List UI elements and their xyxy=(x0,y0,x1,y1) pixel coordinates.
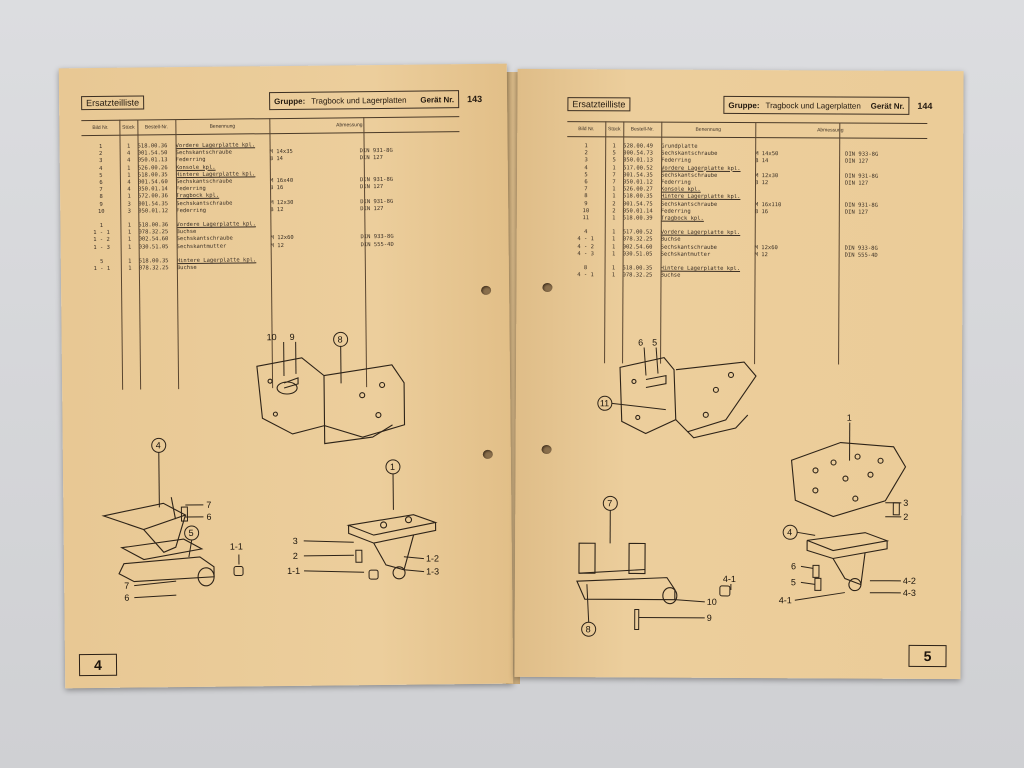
right-callout-5a: 5 xyxy=(652,338,657,348)
left-callout-4: 4 xyxy=(156,440,161,450)
left-small-parts xyxy=(180,506,379,580)
right-callout-6a: 6 xyxy=(638,337,643,347)
right-exploded-drawing: 6 5 11 1 7 3 2 4 6 5 4-1 4-2 4-3 4-1 10 … xyxy=(576,337,916,637)
left-callout-1: 1 xyxy=(390,462,395,472)
left-part-konsole xyxy=(101,497,215,587)
left-callout-1-3: 1-3 xyxy=(426,566,439,576)
right-callout-4-2: 4-2 xyxy=(903,576,916,586)
left-callouts xyxy=(134,331,425,599)
right-callout-11: 11 xyxy=(600,398,609,408)
right-part-tragbock xyxy=(619,356,757,439)
right-callout-4: 4 xyxy=(787,527,792,537)
right-callout-4-3: 4-3 xyxy=(903,588,916,598)
right-callout-1: 1 xyxy=(847,413,852,423)
right-callout-4-1a: 4-1 xyxy=(723,574,736,584)
left-callout-labels: 10 9 8 4 7 6 5 1-1 7 6 1 3 2 1-1 1-2 1-3 xyxy=(124,332,439,603)
left-callout-7a: 7 xyxy=(206,500,211,510)
left-callout-3: 3 xyxy=(293,536,298,546)
right-callout-5b: 5 xyxy=(791,577,796,587)
left-callout-1-1b: 1-1 xyxy=(287,566,300,576)
left-callout-6a: 6 xyxy=(206,512,211,522)
right-callout-4-1b: 4-1 xyxy=(779,595,792,605)
left-page: Ersatzteilliste Gruppe: Tragbock und Lag… xyxy=(58,63,514,689)
right-callout-9: 9 xyxy=(707,613,712,623)
left-page-number: 4 xyxy=(78,653,118,677)
right-callout-8: 8 xyxy=(586,624,591,634)
right-callout-labels: 6 5 11 1 7 3 2 4 6 5 4-1 4-2 4-3 4-1 10 … xyxy=(586,337,916,634)
right-callout-6b: 6 xyxy=(791,561,796,571)
left-exploded-drawing: 10 9 8 4 7 6 5 1-1 7 6 1 3 2 1-1 1-2 1-3 xyxy=(101,331,439,603)
right-callout-2: 2 xyxy=(903,512,908,522)
right-page-number: 5 xyxy=(908,644,947,668)
left-part-tragbock xyxy=(256,357,406,445)
right-callouts xyxy=(581,347,902,637)
left-callout-1-2: 1-2 xyxy=(426,553,439,563)
right-callout-10: 10 xyxy=(707,597,717,607)
left-callout-2: 2 xyxy=(293,551,298,561)
right-part-grundplatte xyxy=(790,441,907,518)
left-callout-10: 10 xyxy=(267,332,277,342)
right-part-konsole xyxy=(576,542,678,605)
left-callout-6b: 6 xyxy=(124,593,129,603)
right-part-lagerplatte xyxy=(806,532,890,592)
right-callout-3: 3 xyxy=(903,498,908,508)
left-callout-7b: 7 xyxy=(124,581,129,591)
right-callout-7: 7 xyxy=(607,498,612,508)
left-callout-9: 9 xyxy=(290,332,295,342)
left-callout-8: 8 xyxy=(338,334,343,344)
left-part-lagerplatte xyxy=(346,514,438,580)
left-callout-5: 5 xyxy=(189,528,194,538)
right-page: Ersatzteilliste Gruppe: Tragbock und Lag… xyxy=(514,68,964,680)
right-small-parts xyxy=(634,502,900,630)
left-callout-1-1a: 1-1 xyxy=(230,541,243,551)
